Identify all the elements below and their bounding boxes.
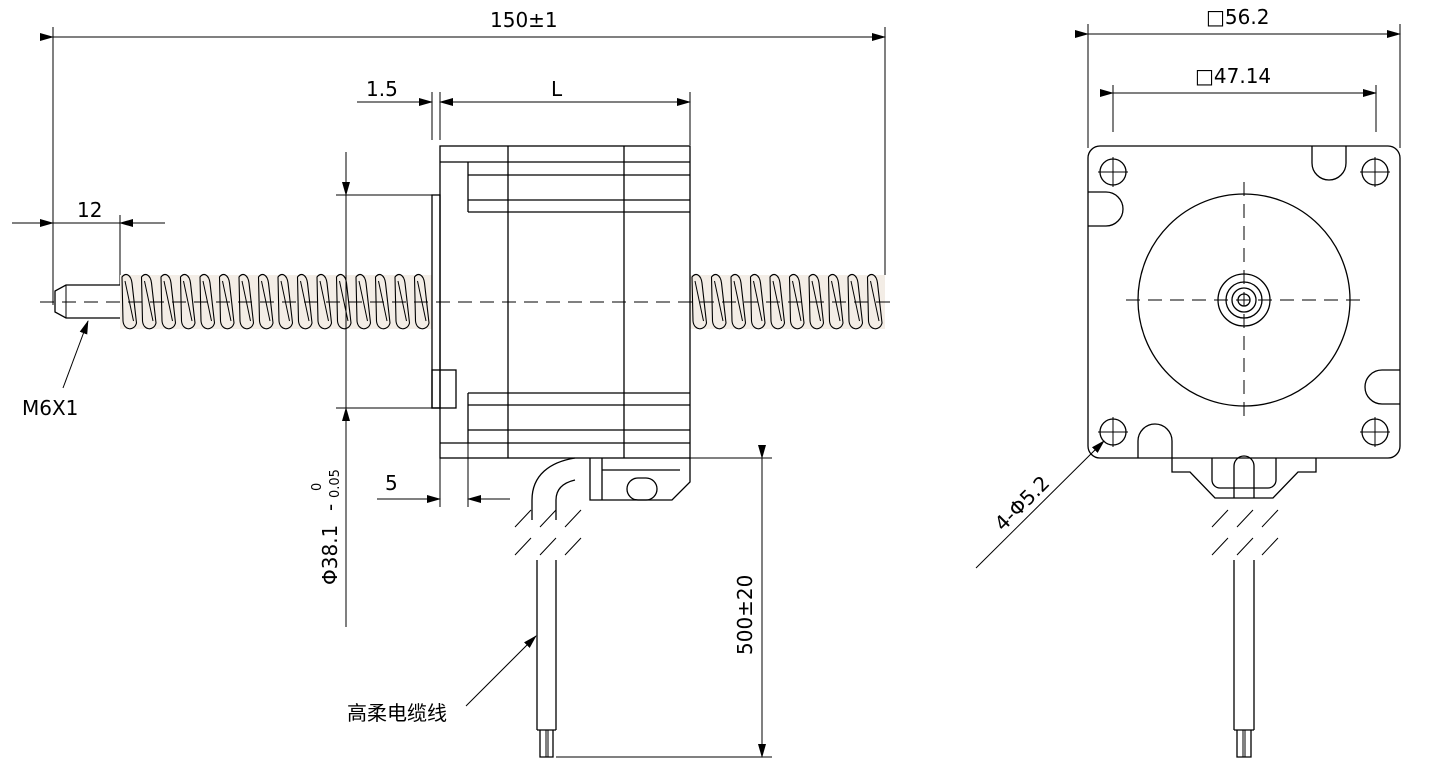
- cable-connector: [531, 457, 691, 520]
- boss-height-dimension: 5: [377, 443, 510, 507]
- thread-flank: [792, 280, 802, 322]
- outer-square-label: □56.2: [1206, 5, 1269, 29]
- thread-flank: [733, 280, 743, 322]
- thread-flank: [714, 280, 724, 322]
- cable-length-label: 500±20: [733, 575, 757, 655]
- notch-bottom: [1137, 423, 1173, 458]
- mounting-holes-callout: 4-Φ5.2: [975, 440, 1105, 569]
- notch-left: [1088, 191, 1124, 227]
- thread-flank: [772, 280, 782, 322]
- notch-right: [1364, 369, 1400, 405]
- thread-flank: [694, 280, 704, 322]
- overall-length-dimension: 150±1: [40, 8, 886, 305]
- thread-length-dimension: 12: [12, 198, 165, 285]
- thread-spec-callout: M6X1: [22, 320, 89, 420]
- cable-label: 高柔电缆线: [347, 701, 447, 725]
- mounting-holes-label: 4-Φ5.2: [990, 471, 1055, 536]
- mounting-hole: [1360, 157, 1390, 187]
- thread-flank: [144, 280, 154, 322]
- thread-flank: [870, 280, 880, 322]
- hole-spacing-dimension: □47.14: [1100, 64, 1377, 132]
- boss-diameter-tol-sign: -: [318, 504, 342, 511]
- thread-flank: [222, 280, 232, 322]
- cable-callout: 高柔电缆线: [347, 635, 537, 725]
- cable-outlet: [1171, 455, 1317, 758]
- thread-flank: [378, 280, 388, 322]
- thread-length-label: 12: [77, 198, 102, 222]
- boss-diameter-dimension: Φ38.1 - 0 0.05: [310, 152, 432, 627]
- thread-flank: [124, 280, 134, 322]
- boss-diameter-label: Φ38.1: [318, 525, 342, 585]
- thread-flank: [183, 280, 193, 322]
- boss-diameter-tol-lower: 0.05: [328, 469, 343, 498]
- front-view: □56.2 □47.14: [975, 5, 1401, 758]
- thread-flank: [339, 280, 349, 322]
- thread-flank: [397, 280, 407, 322]
- overall-length-label: 150±1: [490, 8, 558, 32]
- cable: [514, 509, 582, 758]
- outer-square-dimension: □56.2: [1075, 5, 1401, 148]
- thread-flank: [811, 280, 821, 322]
- thread-flank: [202, 280, 212, 322]
- thread-flank: [319, 280, 329, 322]
- thread-flank: [753, 280, 763, 322]
- body-length-dimension: 1.5 L: [357, 77, 691, 145]
- motor-body: [439, 145, 691, 459]
- thread-flank: [850, 280, 860, 322]
- thread-flank: [241, 280, 251, 322]
- thread-flank: [358, 280, 368, 322]
- thread-flank: [300, 280, 310, 322]
- body-length-label: L: [551, 77, 563, 101]
- thread-flank: [831, 280, 841, 322]
- boss-diameter-tol-upper: 0: [310, 483, 325, 491]
- left-leadscrew: [120, 274, 432, 330]
- flange-gap-label: 1.5: [366, 77, 398, 101]
- notch-top: [1311, 146, 1347, 181]
- thread-flank: [417, 280, 427, 322]
- side-view: 150±1 12 1.5 L: [12, 8, 895, 758]
- mounting-holes: [1098, 157, 1390, 447]
- mounting-hole: [1360, 417, 1390, 447]
- hole-spacing-label: □47.14: [1195, 64, 1271, 88]
- thread-flank: [163, 280, 173, 322]
- front-flange: [1087, 145, 1401, 459]
- thread-flank: [280, 280, 290, 322]
- thread-spec-label: M6X1: [22, 396, 78, 420]
- thread-flank: [261, 280, 271, 322]
- boss-height-label: 5: [385, 471, 398, 495]
- mounting-hole: [1098, 157, 1128, 187]
- mounting-hole: [1098, 417, 1128, 447]
- cable-length-dimension: 500±20: [556, 445, 772, 758]
